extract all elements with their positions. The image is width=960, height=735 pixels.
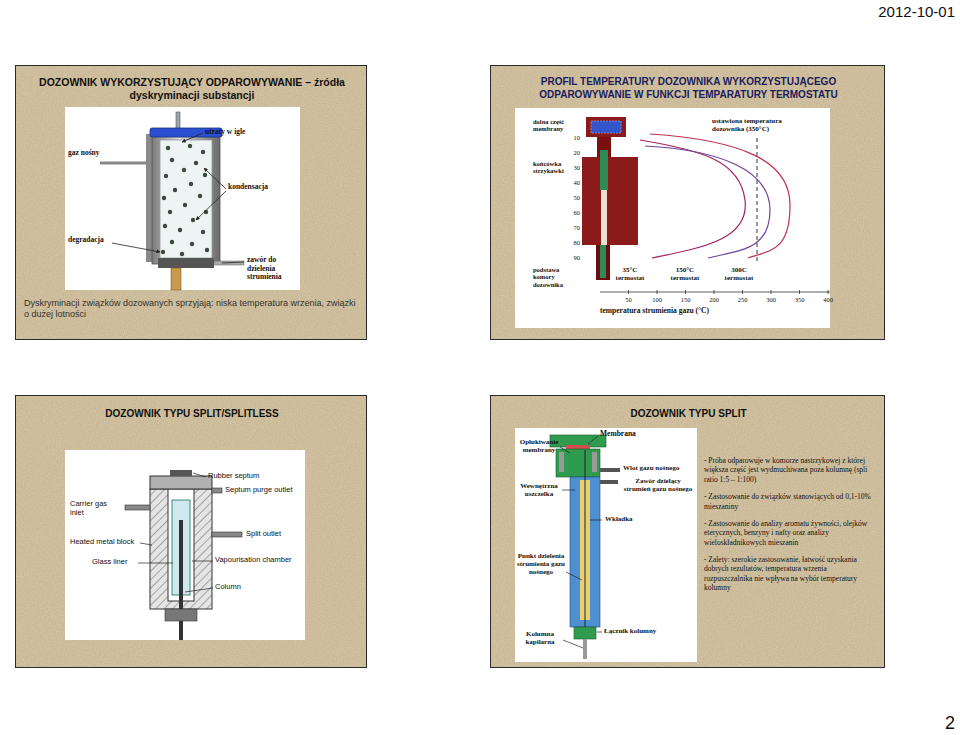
axis-tick: 400 — [817, 296, 839, 303]
axis-tick: 50 — [566, 194, 580, 201]
part-label: Zawór dzielący strumień gazu nośnego — [621, 477, 695, 493]
part-label: utraty w igle — [205, 128, 267, 137]
part-label: Wlot gazu nośnego — [623, 464, 695, 472]
slide-title: DOZOWNIK WYKORZYSTUJĄCY ODPAROWYWANIE – … — [26, 76, 358, 102]
axis-tick: 350 — [789, 296, 811, 303]
part-label: Kolumna kapilarna — [518, 630, 562, 646]
part-label: Carrier gas inlet — [70, 500, 122, 517]
slide-panel: DOZOWNIK WYKORZYSTUJĄCY ODPAROWYWANIE – … — [15, 65, 367, 340]
part-label: Rubber septum — [208, 472, 298, 481]
slide-title: PROFIL TEMPERATURY DOZOWNIKA WYKORZYSTUJ… — [509, 76, 868, 101]
temperature-profile-chart — [515, 108, 830, 328]
part-label: Split outlet — [246, 530, 302, 539]
part-label: Vapourisation chamber — [215, 556, 303, 565]
axis-tick: 10 — [566, 134, 580, 141]
axis-tick: 300 — [760, 296, 782, 303]
page-number: 2 — [935, 713, 955, 734]
slide-grounds — [15, 65, 885, 668]
part-label: Glass liner — [92, 558, 138, 567]
bullet-text: - Zalety: szerokie zastosowanie, łatwość… — [704, 555, 876, 593]
split-splitless-injector — [65, 450, 305, 640]
slide-panel: DOZOWNIK TYPU SPLIT/SPLITLESS — [15, 395, 367, 668]
axis-tick: 250 — [732, 296, 754, 303]
part-label: Wewnętrzna uszczelka — [516, 482, 562, 498]
axis-title: temperatura strumienia gazu (°C) — [600, 307, 800, 316]
part-label: Heated metal block — [70, 538, 140, 547]
axis-tick: 150 — [675, 296, 697, 303]
slide-caption: Dyskryminacji związków dozowanych sprzyj… — [24, 298, 360, 321]
part-label: końcówka strzykawki — [533, 160, 566, 175]
slide-title: DOZOWNIK TYPU SPLIT/SPLITLESS — [26, 408, 358, 421]
axis-tick: 40 — [566, 179, 580, 186]
part-label: degradacja — [68, 236, 118, 245]
part-label: dolna część membrany — [533, 118, 566, 133]
series-label: 150°C termostat — [664, 266, 706, 282]
axis-tick: 200 — [703, 296, 725, 303]
slide-title: DOZOWNIK TYPU SPLIT — [501, 408, 876, 421]
part-label: zawór do dzielenia strumienia — [247, 256, 299, 282]
slide-panel: DOZOWNIK TYPU SPLIT - Próba odparowuje w … — [490, 395, 885, 668]
part-label: Łącznik kolumny — [604, 627, 674, 635]
axis-tick: 20 — [566, 149, 580, 156]
axis-tick: 100 — [646, 296, 668, 303]
axis-tick: 80 — [566, 239, 580, 246]
axis-tick: 90 — [566, 254, 580, 261]
axis-tick: 30 — [566, 164, 580, 171]
split-injector — [515, 428, 697, 662]
part-label: Column — [215, 583, 255, 592]
part-label: gaz nośny — [68, 149, 120, 158]
axis-tick: 70 — [566, 224, 580, 231]
part-label: Punkt dzielenia strumienia gazu nośnego — [516, 552, 566, 576]
part-label: kondensacja — [228, 183, 290, 192]
bullet-text: - Zastosowanie do analizy aromatu żywnoś… — [704, 519, 876, 547]
page-date: 2012-10-01 — [852, 3, 955, 20]
injector-illustration — [65, 107, 300, 290]
bullet-text: - Próba odparowuje w komorze nastrzykowe… — [704, 456, 876, 484]
part-label: Wkładka — [605, 515, 655, 523]
axis-tick: 60 — [566, 209, 580, 216]
part-label: Membrana — [600, 430, 660, 439]
series-label: 300C termostat — [718, 266, 760, 282]
bullet-text: - Zastosowanie do związków stanowiących … — [704, 492, 876, 511]
series-label: 35°C termostat — [610, 266, 650, 282]
axis-tick: 50 — [618, 296, 640, 303]
part-label: podstawa komory dozownika — [533, 266, 566, 288]
part-label: Septum purge outlet — [225, 486, 303, 495]
annotation: ustawiona temperatura dozownika (350°C) — [712, 117, 786, 133]
part-label: Opłukiwanie membrany — [517, 438, 561, 454]
